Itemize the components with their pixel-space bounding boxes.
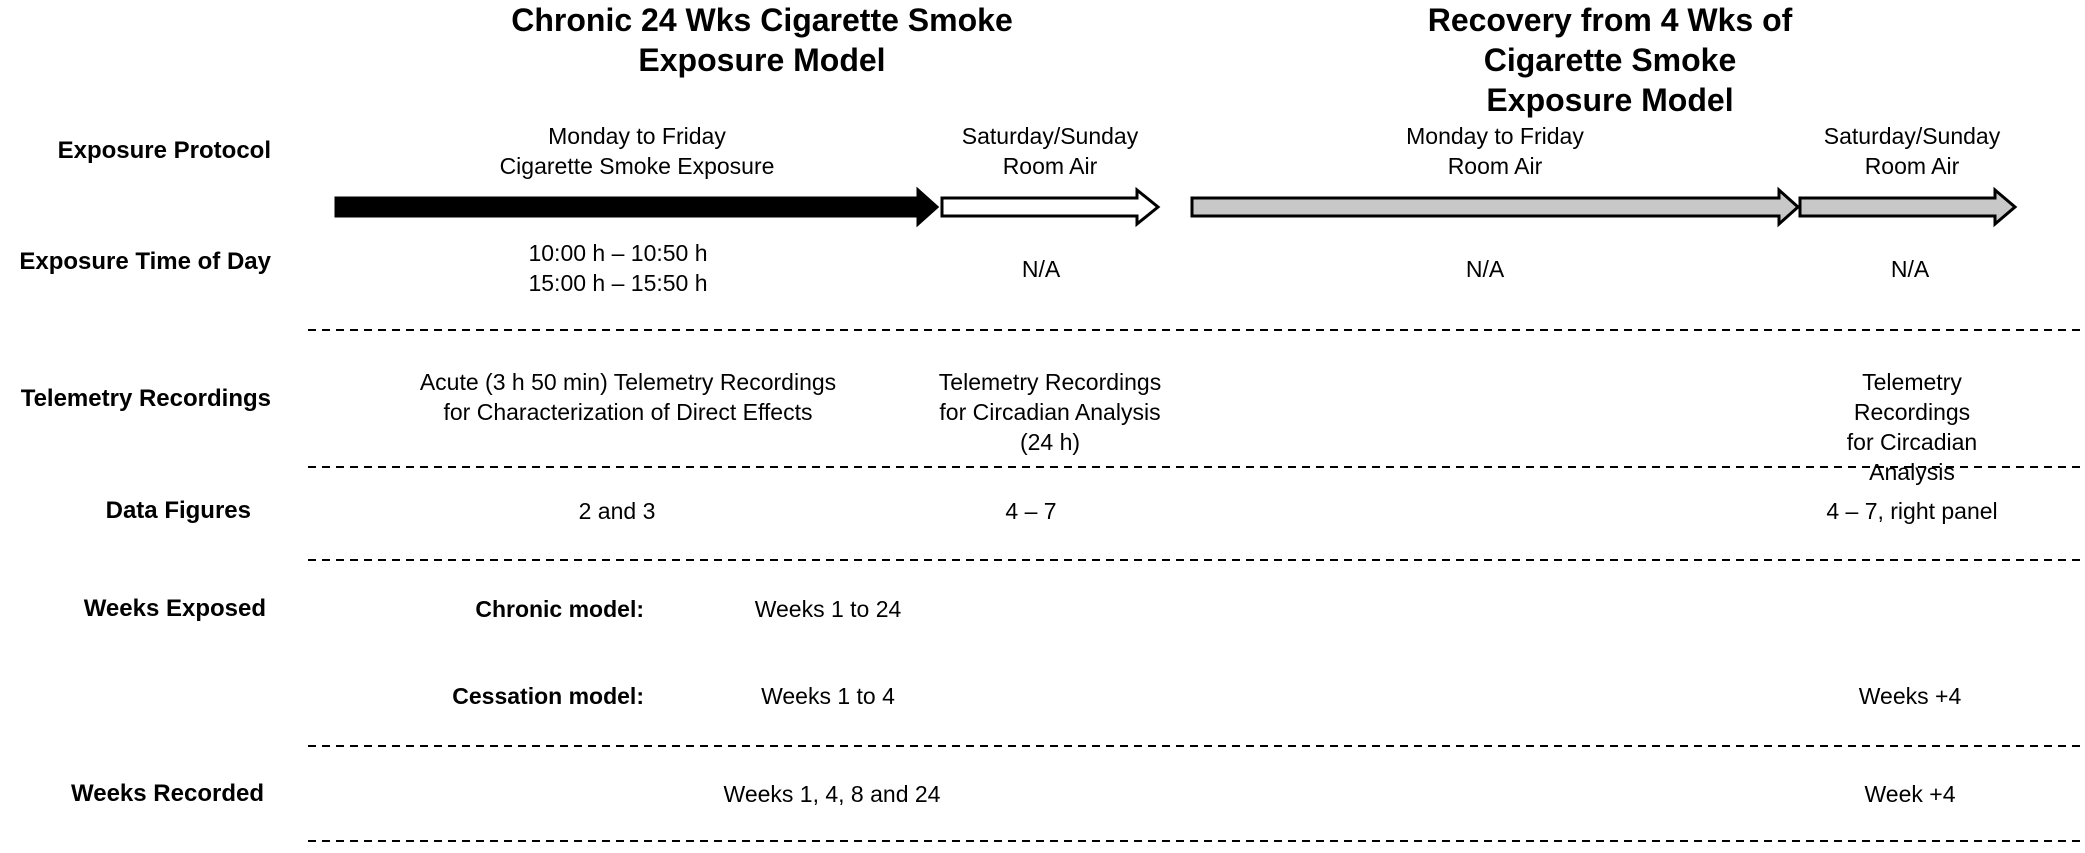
exposure-time-recovery-weekend: N/A [1890, 256, 1930, 282]
protocol-weekday-room-air: Monday to Friday Room Air [1406, 123, 1584, 179]
cessation-model-weeks: Weeks 1 to 4 [761, 683, 895, 709]
row-label-telemetry-recordings: Telemetry Recordings [20, 385, 271, 412]
data-figures-acute: 2 and 3 [578, 498, 656, 524]
protocol-weekend-room-air-recovery: Saturday/Sunday Room Air [1823, 123, 2001, 179]
exposure-time-recovery-weekday: N/A [1465, 256, 1505, 282]
row-label-weeks-exposed: Weeks Exposed [83, 595, 266, 622]
row-label-data-figures: Data Figures [105, 497, 251, 524]
chronic-model-label: Chronic model: [475, 596, 644, 622]
cessation-model-label: Cessation model: [452, 683, 644, 709]
protocol-weekend-room-air: Saturday/Sunday Room Air [961, 123, 1139, 179]
telemetry-circadian-recovery: Telemetry Recordings for Circadian Analy… [1846, 369, 1978, 485]
cessation-recovery-weeks: Weeks +4 [1858, 683, 1962, 709]
exposure-time-smoke: 10:00 h – 10:50 h 15:00 h – 15:50 h [528, 240, 708, 296]
row-label-exposure-time: Exposure Time of Day [19, 248, 271, 275]
weeks-recorded-chronic: Weeks 1, 4, 8 and 24 [723, 781, 941, 807]
weeks-recorded-recovery: Week +4 [1864, 781, 1956, 807]
arrow-smoke-exposure [334, 186, 940, 228]
protocol-weekday-smoke: Monday to Friday Cigarette Smoke Exposur… [499, 123, 775, 179]
row-label-weeks-recorded: Weeks Recorded [71, 780, 264, 807]
row-label-exposure-protocol: Exposure Protocol [57, 137, 271, 164]
title-recovery-model: Recovery from 4 Wks of Cigarette Smoke E… [1427, 2, 1793, 118]
exposure-time-weekend: N/A [1021, 256, 1061, 282]
arrow-recovery-weekend [1798, 186, 2018, 228]
data-figures-circadian: 4 – 7 [1005, 498, 1057, 524]
title-chronic-model: Chronic 24 Wks Cigarette Smoke Exposure … [511, 2, 1013, 78]
arrow-recovery-weekday [1190, 186, 1801, 228]
data-figures-recovery: 4 – 7, right panel [1826, 498, 1998, 524]
chronic-model-weeks: Weeks 1 to 24 [754, 596, 902, 622]
arrow-weekend-room-air [940, 186, 1161, 228]
telemetry-circadian-chronic: Telemetry Recordings for Circadian Analy… [938, 369, 1162, 455]
telemetry-acute: Acute (3 h 50 min) Telemetry Recordings … [419, 369, 837, 425]
